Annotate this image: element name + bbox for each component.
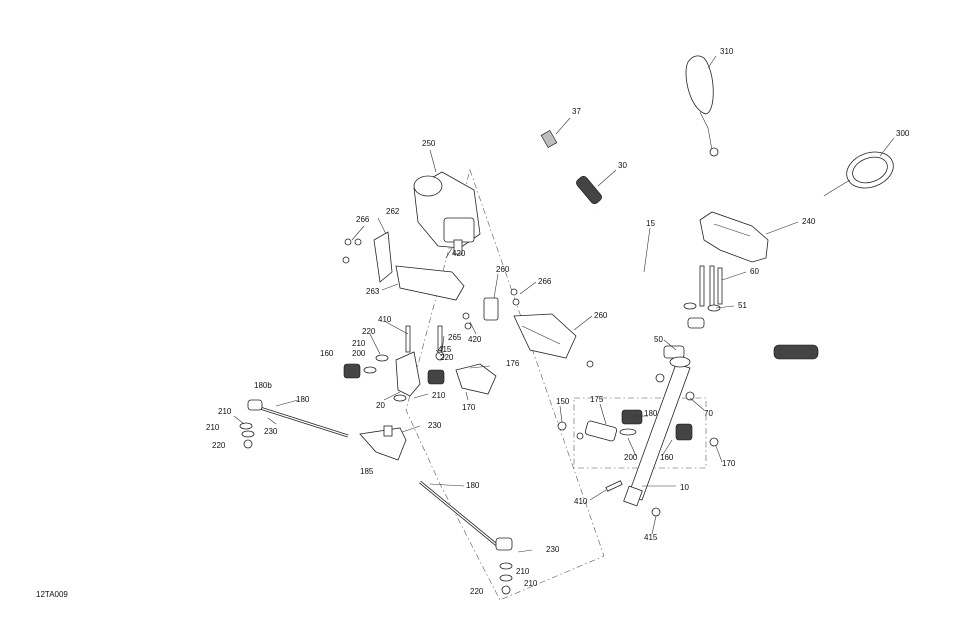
callout-10: 10: [680, 483, 689, 492]
bolts-60: [699, 265, 723, 307]
bushings-lower: [343, 351, 445, 402]
bracket-263: [395, 265, 465, 301]
steering-column-10: [623, 356, 691, 507]
callout-265: 265: [448, 333, 462, 342]
callout-180-a: 180: [296, 395, 310, 404]
callout-70: 70: [704, 409, 713, 418]
throttle-37: [540, 129, 558, 149]
callout-20: 20: [376, 401, 385, 410]
callout-50: 50: [654, 335, 663, 344]
tie-rod-180-left: [247, 399, 349, 438]
callout-250: 250: [422, 139, 436, 148]
callout-51: 51: [738, 301, 747, 310]
callout-200-a: 200: [352, 349, 366, 358]
figure-code: 12TA009: [36, 590, 68, 599]
washers-51: [683, 302, 721, 312]
bracket-260a: [483, 297, 499, 321]
callout-310: 310: [720, 47, 734, 56]
bracket-176: [455, 363, 497, 395]
callout-180b: 180b: [254, 381, 272, 390]
callout-260-a: 260: [496, 265, 510, 274]
callout-60: 60: [750, 267, 759, 276]
callout-176: 176: [506, 359, 520, 368]
callout-300: 300: [896, 129, 910, 138]
callout-220-c: 220: [212, 441, 226, 450]
callout-415-a: 415: [438, 345, 452, 354]
callout-210-a: 210: [352, 339, 366, 348]
callout-15: 15: [646, 219, 655, 228]
callout-170-b: 170: [722, 459, 736, 468]
callout-415-b: 415: [644, 533, 658, 542]
callout-220-b: 220: [440, 353, 454, 362]
callout-30: 30: [618, 161, 627, 170]
callout-410-b: 410: [574, 497, 588, 506]
callout-266-a: 266: [356, 215, 370, 224]
callout-180-d: 180: [644, 409, 658, 418]
mirror-310: [685, 55, 719, 157]
callout-262: 262: [386, 207, 400, 216]
callout-240: 240: [802, 217, 816, 226]
leader-lines: [233, 55, 895, 535]
column-subparts: [557, 373, 719, 517]
callout-210-e: 210: [516, 567, 530, 576]
callout-175: 175: [590, 395, 604, 404]
callout-160-a: 160: [320, 349, 334, 358]
callout-410-a: 410: [378, 315, 392, 324]
callout-160-b: 160: [660, 453, 674, 462]
fasteners-266: [342, 238, 594, 368]
callout-150: 150: [556, 397, 570, 406]
callout-420-b: 420: [468, 335, 482, 344]
clamp-50: [663, 317, 705, 359]
callout-220-d: 220: [470, 587, 484, 596]
callout-210-b: 210: [432, 391, 446, 400]
callout-266-b: 266: [538, 277, 552, 286]
callout-263: 263: [366, 287, 380, 296]
callout-220-a: 220: [362, 327, 376, 336]
callout-230-a: 230: [264, 427, 278, 436]
callout-420-a: 420: [452, 249, 466, 258]
callout-37: 37: [572, 107, 581, 116]
cover-260b: [513, 313, 577, 359]
callout-210-c: 210: [218, 407, 232, 416]
tie-rod-180-right: [419, 480, 513, 551]
bracket-262: [373, 231, 393, 283]
tie-rod-hardware: [239, 417, 533, 595]
right-grip: [773, 344, 819, 360]
callout-200-b: 200: [624, 453, 638, 462]
handlebar-cover-240: [699, 211, 769, 263]
handlebar-15: [596, 209, 819, 360]
callout-185: 185: [360, 467, 374, 476]
callout-210-d: 210: [206, 423, 220, 432]
callout-170-a: 170: [462, 403, 476, 412]
eps-motor-250: [413, 171, 481, 255]
callout-230-c: 230: [546, 545, 560, 554]
mirror-300: [823, 151, 894, 197]
grip-30: [576, 175, 602, 205]
relay-lever-185: [359, 425, 407, 461]
callout-230-b: 230: [428, 421, 442, 430]
callout-260-b: 260: [594, 311, 608, 320]
callout-180-c: 180: [466, 481, 480, 490]
callout-210-f: 210: [524, 579, 538, 588]
pitman-arm-20: [395, 325, 443, 397]
